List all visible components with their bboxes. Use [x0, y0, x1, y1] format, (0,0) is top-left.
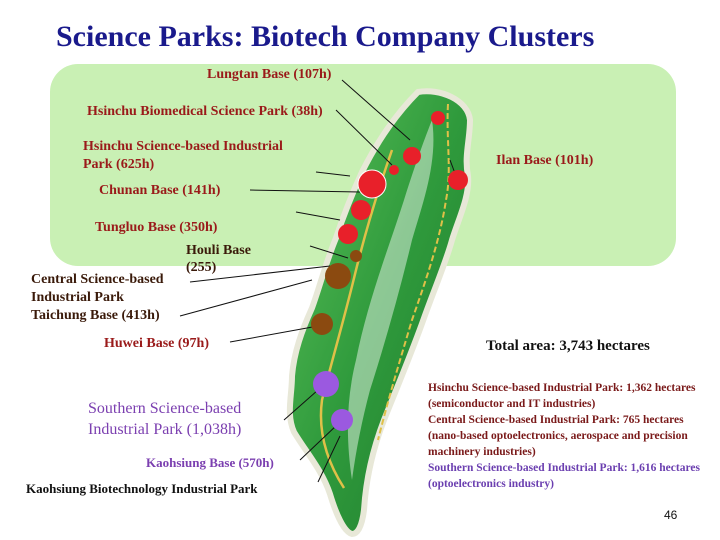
- road-line-west: [319, 149, 394, 489]
- label-houli-line1: Houli Base: [186, 243, 251, 258]
- note-central: Central Science-based Industrial Park: 7…: [428, 414, 688, 458]
- label-tungluo: Tungluo Base (350h): [95, 220, 218, 235]
- note-hsinchu: Hsinchu Science-based Industrial Park: 1…: [428, 382, 696, 410]
- label-ilan: Ilan Base (101h): [496, 153, 594, 168]
- park-dot-taichung: [325, 263, 351, 289]
- park-notes: Hsinchu Science-based Industrial Park: 1…: [428, 380, 718, 492]
- park-dot-hsinchu-sci-small: [403, 147, 421, 165]
- park-dot-kaohsiung: [331, 409, 353, 431]
- label-lungtan: Lungtan Base (107h): [207, 67, 332, 82]
- park-dot-hsinchu-biomed: [389, 165, 399, 175]
- label-central-line2: Industrial Park: [31, 290, 124, 305]
- leader-lines: [179, 79, 457, 483]
- label-houli-line2: (255): [186, 260, 217, 275]
- park-dot-southern: [313, 371, 339, 397]
- park-dot-huwei: [311, 313, 333, 335]
- park-dot-chunan: [351, 200, 371, 220]
- park-dot-lungtan: [431, 111, 445, 125]
- label-southern-line2: Industrial Park (1,038h): [88, 421, 242, 438]
- page-number: 46: [664, 508, 678, 522]
- park-dot-ilan: [448, 170, 468, 190]
- label-hsinchu-sci-line2: Park (625h): [83, 157, 155, 172]
- label-southern-line1: Southern Science-based: [88, 400, 242, 417]
- label-hsinchu-sci-line1: Hsinchu Science-based Industrial: [83, 139, 283, 154]
- label-kaohsiung-base: Kaohsiung Base (570h): [146, 455, 274, 470]
- label-central-line3: Taichung Base (413h): [31, 308, 160, 323]
- page-title: Science Parks: Biotech Company Clusters: [56, 20, 595, 53]
- label-hsinchu-biomed: Hsinchu Biomedical Science Park (38h): [87, 104, 323, 119]
- park-dot-hsinchu-sci: [357, 169, 387, 199]
- label-central-line1: Central Science-based: [31, 272, 164, 287]
- label-huwei: Huwei Base (97h): [104, 336, 209, 351]
- park-dot-tungluo: [338, 224, 358, 244]
- park-dot-houli: [350, 250, 362, 262]
- note-southern: Southern Science-based Industrial Park: …: [428, 462, 700, 490]
- road-line-east: [377, 103, 450, 441]
- mountain-highlight: [347, 120, 434, 480]
- label-kaohsiung-bio: Kaohsiung Biotechnology Industrial Park: [26, 481, 258, 496]
- total-area: Total area: 3,743 hectares: [486, 338, 650, 354]
- label-chunan: Chunan Base (141h): [99, 183, 221, 198]
